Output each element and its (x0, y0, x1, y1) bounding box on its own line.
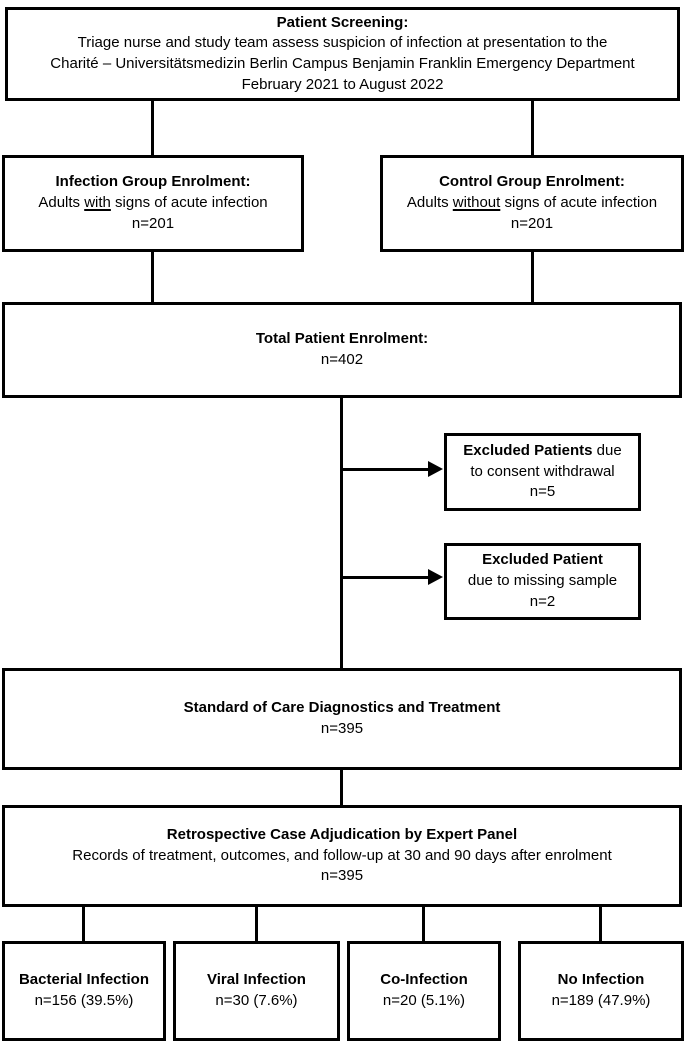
patient-screening-title: Patient Screening: (276, 13, 409, 31)
control-desc-underlined: without (452, 194, 501, 212)
outcome-noinfection-title: No Infection (557, 971, 645, 989)
excluded-missing-title: Excluded Patient (482, 551, 603, 569)
excluded-withdrawal-title-bold: Excluded Patients (463, 441, 593, 459)
total-enrolment-box: Total Patient Enrolment: n=402 (2, 302, 682, 398)
outcome-noinfection-box: No Infection n=189 (47.9%) (518, 941, 684, 1041)
outcome-viral-box: Viral Infection n=30 (7.6%) (173, 941, 340, 1041)
connector-to-viral (255, 907, 258, 941)
excluded-missing-n: n=2 (529, 592, 556, 610)
connector-to-noinfection (599, 907, 602, 941)
connector-screening-to-control (531, 101, 534, 155)
arrow-line-excluded-withdrawal (342, 468, 430, 471)
control-desc-prefix: Adults (406, 194, 453, 212)
excluded-withdrawal-title: Excluded Patients due (463, 441, 621, 462)
infection-group-title: Infection Group Enrolment: (55, 173, 251, 191)
excluded-withdrawal-box: Excluded Patients due to consent withdra… (444, 433, 641, 511)
infection-group-box: Infection Group Enrolment: Adults with s… (2, 155, 304, 252)
infection-desc-prefix: Adults (38, 194, 85, 212)
control-group-title: Control Group Enrolment: (439, 173, 625, 191)
connector-infection-to-total (151, 252, 154, 302)
patient-screening-line-1: Triage nurse and study team assess suspi… (77, 34, 608, 52)
outcome-bacterial-box: Bacterial Infection n=156 (39.5%) (2, 941, 166, 1041)
outcome-viral-n: n=30 (7.6%) (215, 992, 298, 1009)
total-enrolment-title: Total Patient Enrolment: (255, 330, 429, 348)
control-desc-suffix: signs of acute infection (500, 194, 658, 212)
excluded-withdrawal-line-2: to consent withdrawal (470, 462, 615, 480)
patient-screening-line-3: February 2021 to August 2022 (241, 75, 444, 93)
adjudication-box: Retrospective Case Adjudication by Exper… (2, 805, 682, 907)
infection-group-desc: Adults with signs of acute infection (38, 193, 267, 214)
control-group-desc: Adults without signs of acute infection (407, 193, 657, 214)
control-group-box: Control Group Enrolment: Adults without … (380, 155, 684, 252)
adjudication-line-2: Records of treatment, outcomes, and foll… (72, 846, 612, 864)
excluded-missing-box: Excluded Patient due to missing sample n… (444, 543, 641, 620)
connector-screening-to-infection (151, 101, 154, 155)
excluded-withdrawal-n: n=5 (529, 483, 556, 501)
arrow-line-excluded-missing (342, 576, 430, 579)
connector-standard-to-adjudication (340, 770, 343, 805)
outcome-bacterial-n: n=156 (39.5%) (34, 992, 134, 1009)
infection-desc-suffix: signs of acute infection (110, 194, 268, 212)
connector-total-to-standard (340, 397, 343, 668)
total-enrolment-n: n=402 (320, 351, 364, 368)
infection-desc-underlined: with (84, 194, 111, 212)
adjudication-title: Retrospective Case Adjudication by Exper… (166, 825, 518, 843)
standard-of-care-title: Standard of Care Diagnostics and Treatme… (183, 699, 501, 717)
control-group-n: n=201 (510, 214, 554, 232)
connector-to-coinfection (422, 907, 425, 941)
standard-of-care-n: n=395 (320, 720, 364, 737)
outcome-coinfection-title: Co-Infection (380, 971, 468, 989)
infection-group-n: n=201 (131, 214, 175, 232)
arrowhead-right-icon (428, 461, 443, 477)
patient-screening-line-2: Charité – Universitätsmedizin Berlin Cam… (50, 55, 635, 72)
arrowhead-right-icon (428, 569, 443, 585)
outcome-bacterial-title: Bacterial Infection (18, 971, 150, 989)
patient-screening-box: Patient Screening: Triage nurse and stud… (5, 7, 680, 101)
outcome-coinfection-box: Co-Infection n=20 (5.1%) (347, 941, 501, 1041)
outcome-noinfection-n: n=189 (47.9%) (551, 992, 651, 1009)
standard-of-care-box: Standard of Care Diagnostics and Treatme… (2, 668, 682, 770)
connector-to-bacterial (82, 907, 85, 941)
outcome-coinfection-n: n=20 (5.1%) (382, 992, 466, 1009)
outcome-viral-title: Viral Infection (207, 971, 306, 989)
excluded-missing-line-2: due to missing sample (467, 572, 618, 590)
excluded-withdrawal-title-rest: due (592, 441, 622, 459)
connector-control-to-total (531, 252, 534, 302)
adjudication-n: n=395 (320, 867, 364, 885)
